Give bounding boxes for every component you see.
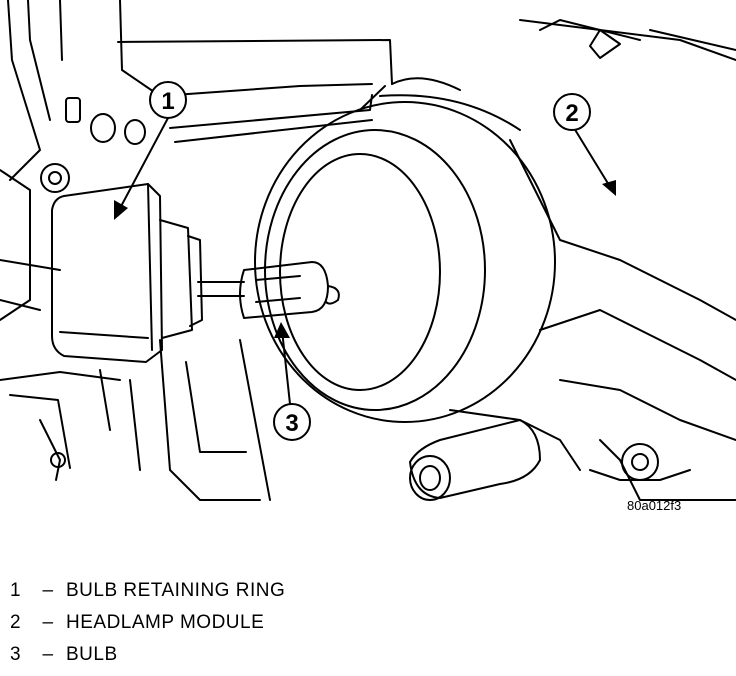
callout-circle-3: [273, 403, 311, 441]
headlamp-bulb-diagram: 1 2 3: [0, 0, 736, 501]
legend-separator: –: [42, 644, 54, 665]
legend-label: BULB RETAINING RING: [66, 580, 286, 601]
legend-number: 3: [10, 644, 22, 665]
legend-number: 2: [10, 612, 22, 633]
adjuster-pivot: [409, 419, 691, 501]
arrowhead-2: [602, 180, 616, 196]
callout-leaders: [117, 117, 613, 405]
legend-separator: –: [42, 580, 54, 601]
headlamp-bulb: [197, 261, 340, 319]
legend-item: 1 – BULB RETAINING RING: [10, 580, 285, 612]
lower-bracket-structure: [0, 339, 271, 501]
callout-label-3: 3: [285, 410, 298, 437]
bulb-retaining-ring: [51, 183, 203, 363]
legend-item: 2 – HEADLAMP MODULE: [10, 612, 285, 644]
arrowhead-1: [114, 200, 128, 220]
legend-label: BULB: [66, 644, 118, 665]
arrowhead-3: [274, 322, 290, 338]
callout-circle-2: [553, 93, 591, 131]
legend: 1 – BULB RETAINING RING 2 – HEADLAMP MOD…: [10, 580, 285, 676]
callout-label-1: 1: [161, 88, 174, 115]
headlamp-module: [254, 19, 736, 501]
figure-code: 80a012f3: [627, 498, 682, 513]
left-body-structure: [0, 0, 461, 321]
callout-circle-1: [149, 81, 187, 119]
callout-label-2: 2: [565, 100, 578, 127]
legend-item: 3 – BULB: [10, 644, 285, 676]
legend-number: 1: [10, 580, 22, 601]
legend-separator: –: [42, 612, 54, 633]
legend-label: HEADLAMP MODULE: [66, 612, 265, 633]
